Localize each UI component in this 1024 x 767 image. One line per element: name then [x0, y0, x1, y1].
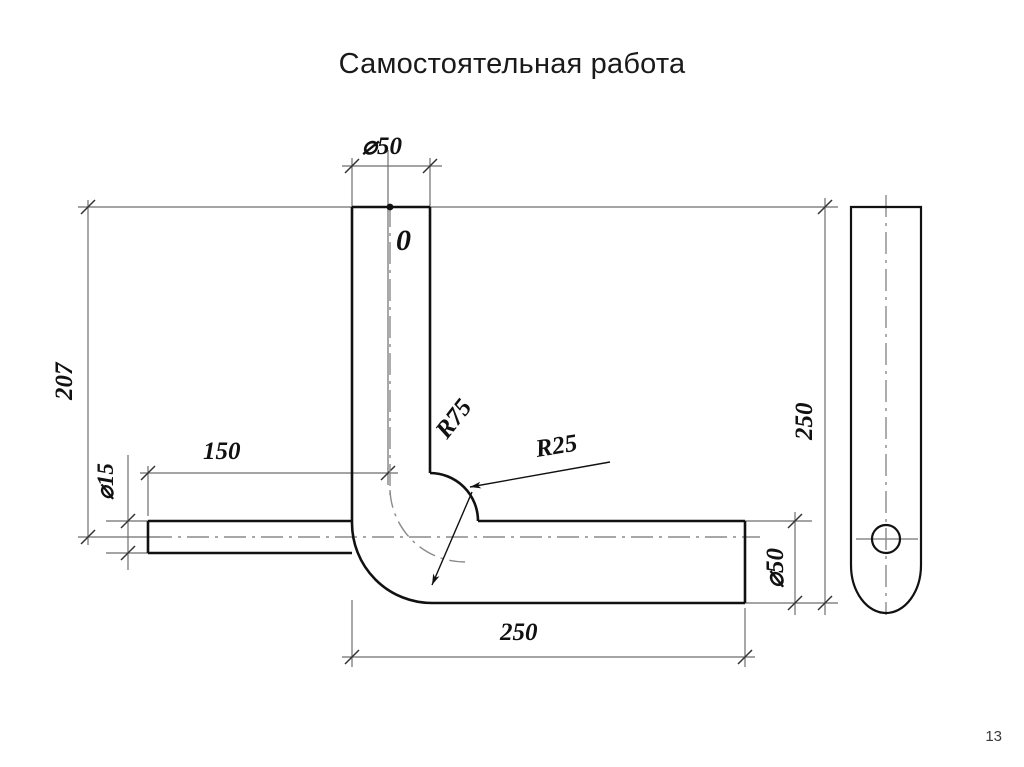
dimension-label-radius-bend-inner: R25	[533, 430, 579, 463]
origin-point	[386, 203, 394, 211]
pipe-side-view	[849, 205, 923, 615]
dimension-slash-ticks	[80, 158, 833, 665]
r75-leader	[431, 491, 473, 586]
page-number: 13	[985, 728, 1002, 745]
dimension-label-length-left: 150	[203, 438, 241, 465]
bent-pipe-front-view	[146, 205, 747, 605]
origin-label: 0	[396, 224, 411, 257]
dimension-label-diameter-top: ⌀50	[362, 133, 403, 160]
r25-leader	[469, 461, 611, 489]
dimension-label-diameter-bottom-pipe: ⌀50	[762, 547, 789, 588]
dimension-label-length-bottom: 250	[499, 619, 538, 646]
page-title: Самостоятельная работа	[338, 48, 686, 80]
dimension-label-height-overall: 207	[51, 361, 78, 401]
dimension-label-height-side-view: 250	[791, 402, 818, 441]
dimension-label-diameter-left-pipe: ⌀15	[93, 463, 118, 500]
center-lines	[150, 195, 918, 615]
dimension-label-radius-bend-outer: R75	[430, 394, 478, 444]
